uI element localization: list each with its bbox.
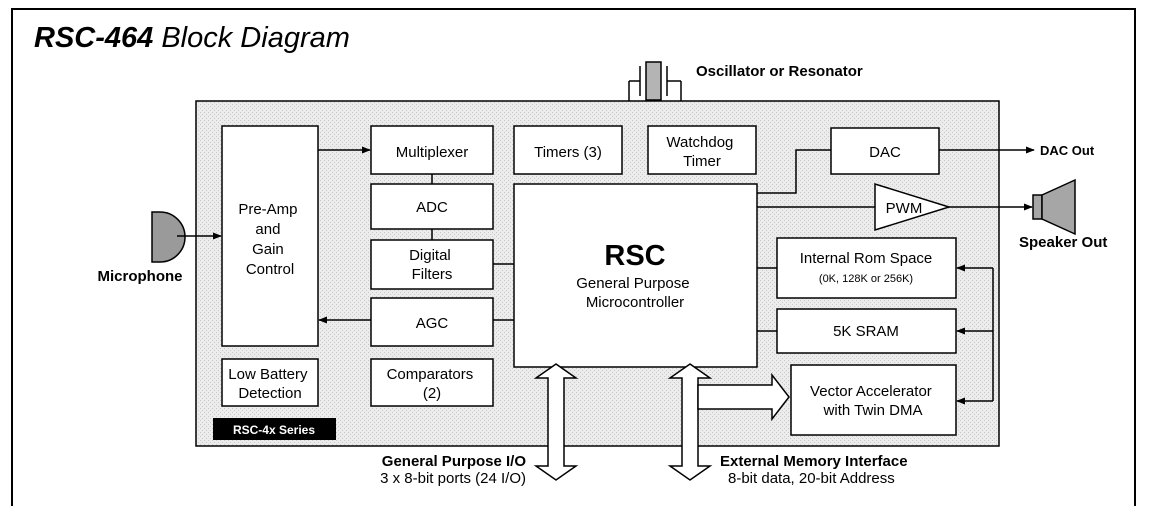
oscillator-icon (628, 61, 682, 101)
microphone-icon (151, 211, 186, 263)
gpio-subtitle: 3 x 8-bit ports (24 I/O) (380, 470, 526, 487)
dac-out-label: DAC Out (1040, 143, 1095, 158)
dac-label: DAC (869, 144, 901, 161)
low-battery-block (221, 358, 319, 407)
low-battery-label: Low Battery Detection (228, 366, 311, 402)
title-text: Block Diagram (153, 22, 350, 54)
internal-rom-label: Internal Rom Space (800, 250, 933, 267)
internal-rom-sub: (0K, 128K or 256K) (819, 273, 913, 285)
adc-block (370, 183, 494, 230)
pwm-amplifier (874, 182, 952, 232)
preamp-block (221, 125, 319, 347)
emi-title: External Memory Interface (720, 453, 908, 470)
rsc-core-subtitle: General Purpose Microcontroller (576, 275, 694, 311)
watchdog-block (647, 125, 757, 175)
diagram-frame (11, 8, 1136, 506)
rsc-core-title: RSC (604, 240, 665, 272)
comparators-label: Comparators (2) (387, 366, 478, 402)
emi-subtitle: 8-bit data, 20-bit Address (728, 470, 895, 487)
timers-block (513, 125, 623, 175)
agc-block (370, 297, 494, 347)
diagram-title: RSC-464 Block Diagram (34, 22, 350, 55)
internal-rom-block (776, 237, 957, 299)
oscillator-label: Oscillator or Resonator (696, 63, 863, 80)
bus-to-vector-arrow (697, 372, 790, 422)
watchdog-label: Watchdog Timer (666, 134, 737, 170)
rsc-core-block (513, 183, 758, 368)
external-memory-bus-arrow (667, 363, 713, 481)
dma-bus (956, 264, 994, 405)
speaker-out-label: Speaker Out (1019, 234, 1107, 251)
gpio-title: General Purpose I/O (382, 453, 527, 470)
preamp-label: Pre-Amp and Gain Control (238, 201, 301, 278)
series-badge (213, 418, 336, 440)
gpio-bus-arrow (533, 363, 579, 481)
sram-block (776, 308, 957, 354)
vector-accelerator-block (790, 364, 957, 436)
agc-label: AGC (416, 315, 449, 332)
timers-label: Timers (3) (534, 144, 602, 161)
digital-filters-label: Digital Filters (409, 247, 455, 283)
digital-filters-block (370, 239, 494, 290)
sram-label: 5K SRAM (833, 323, 899, 340)
comparators-block (370, 358, 494, 407)
vector-accelerator-label: Vector Accelerator with Twin DMA (810, 383, 936, 419)
microphone-label: Microphone (98, 268, 183, 285)
rsc-to-dac-line (757, 149, 831, 194)
series-badge-label: RSC-4x Series (233, 423, 315, 437)
pwm-label: PWM (886, 200, 923, 217)
dac-block (830, 127, 940, 175)
title-part-number: RSC-464 (34, 22, 154, 54)
speaker-icon (1032, 178, 1076, 236)
adc-label: ADC (416, 199, 448, 216)
multiplexer-label: Multiplexer (396, 144, 469, 161)
